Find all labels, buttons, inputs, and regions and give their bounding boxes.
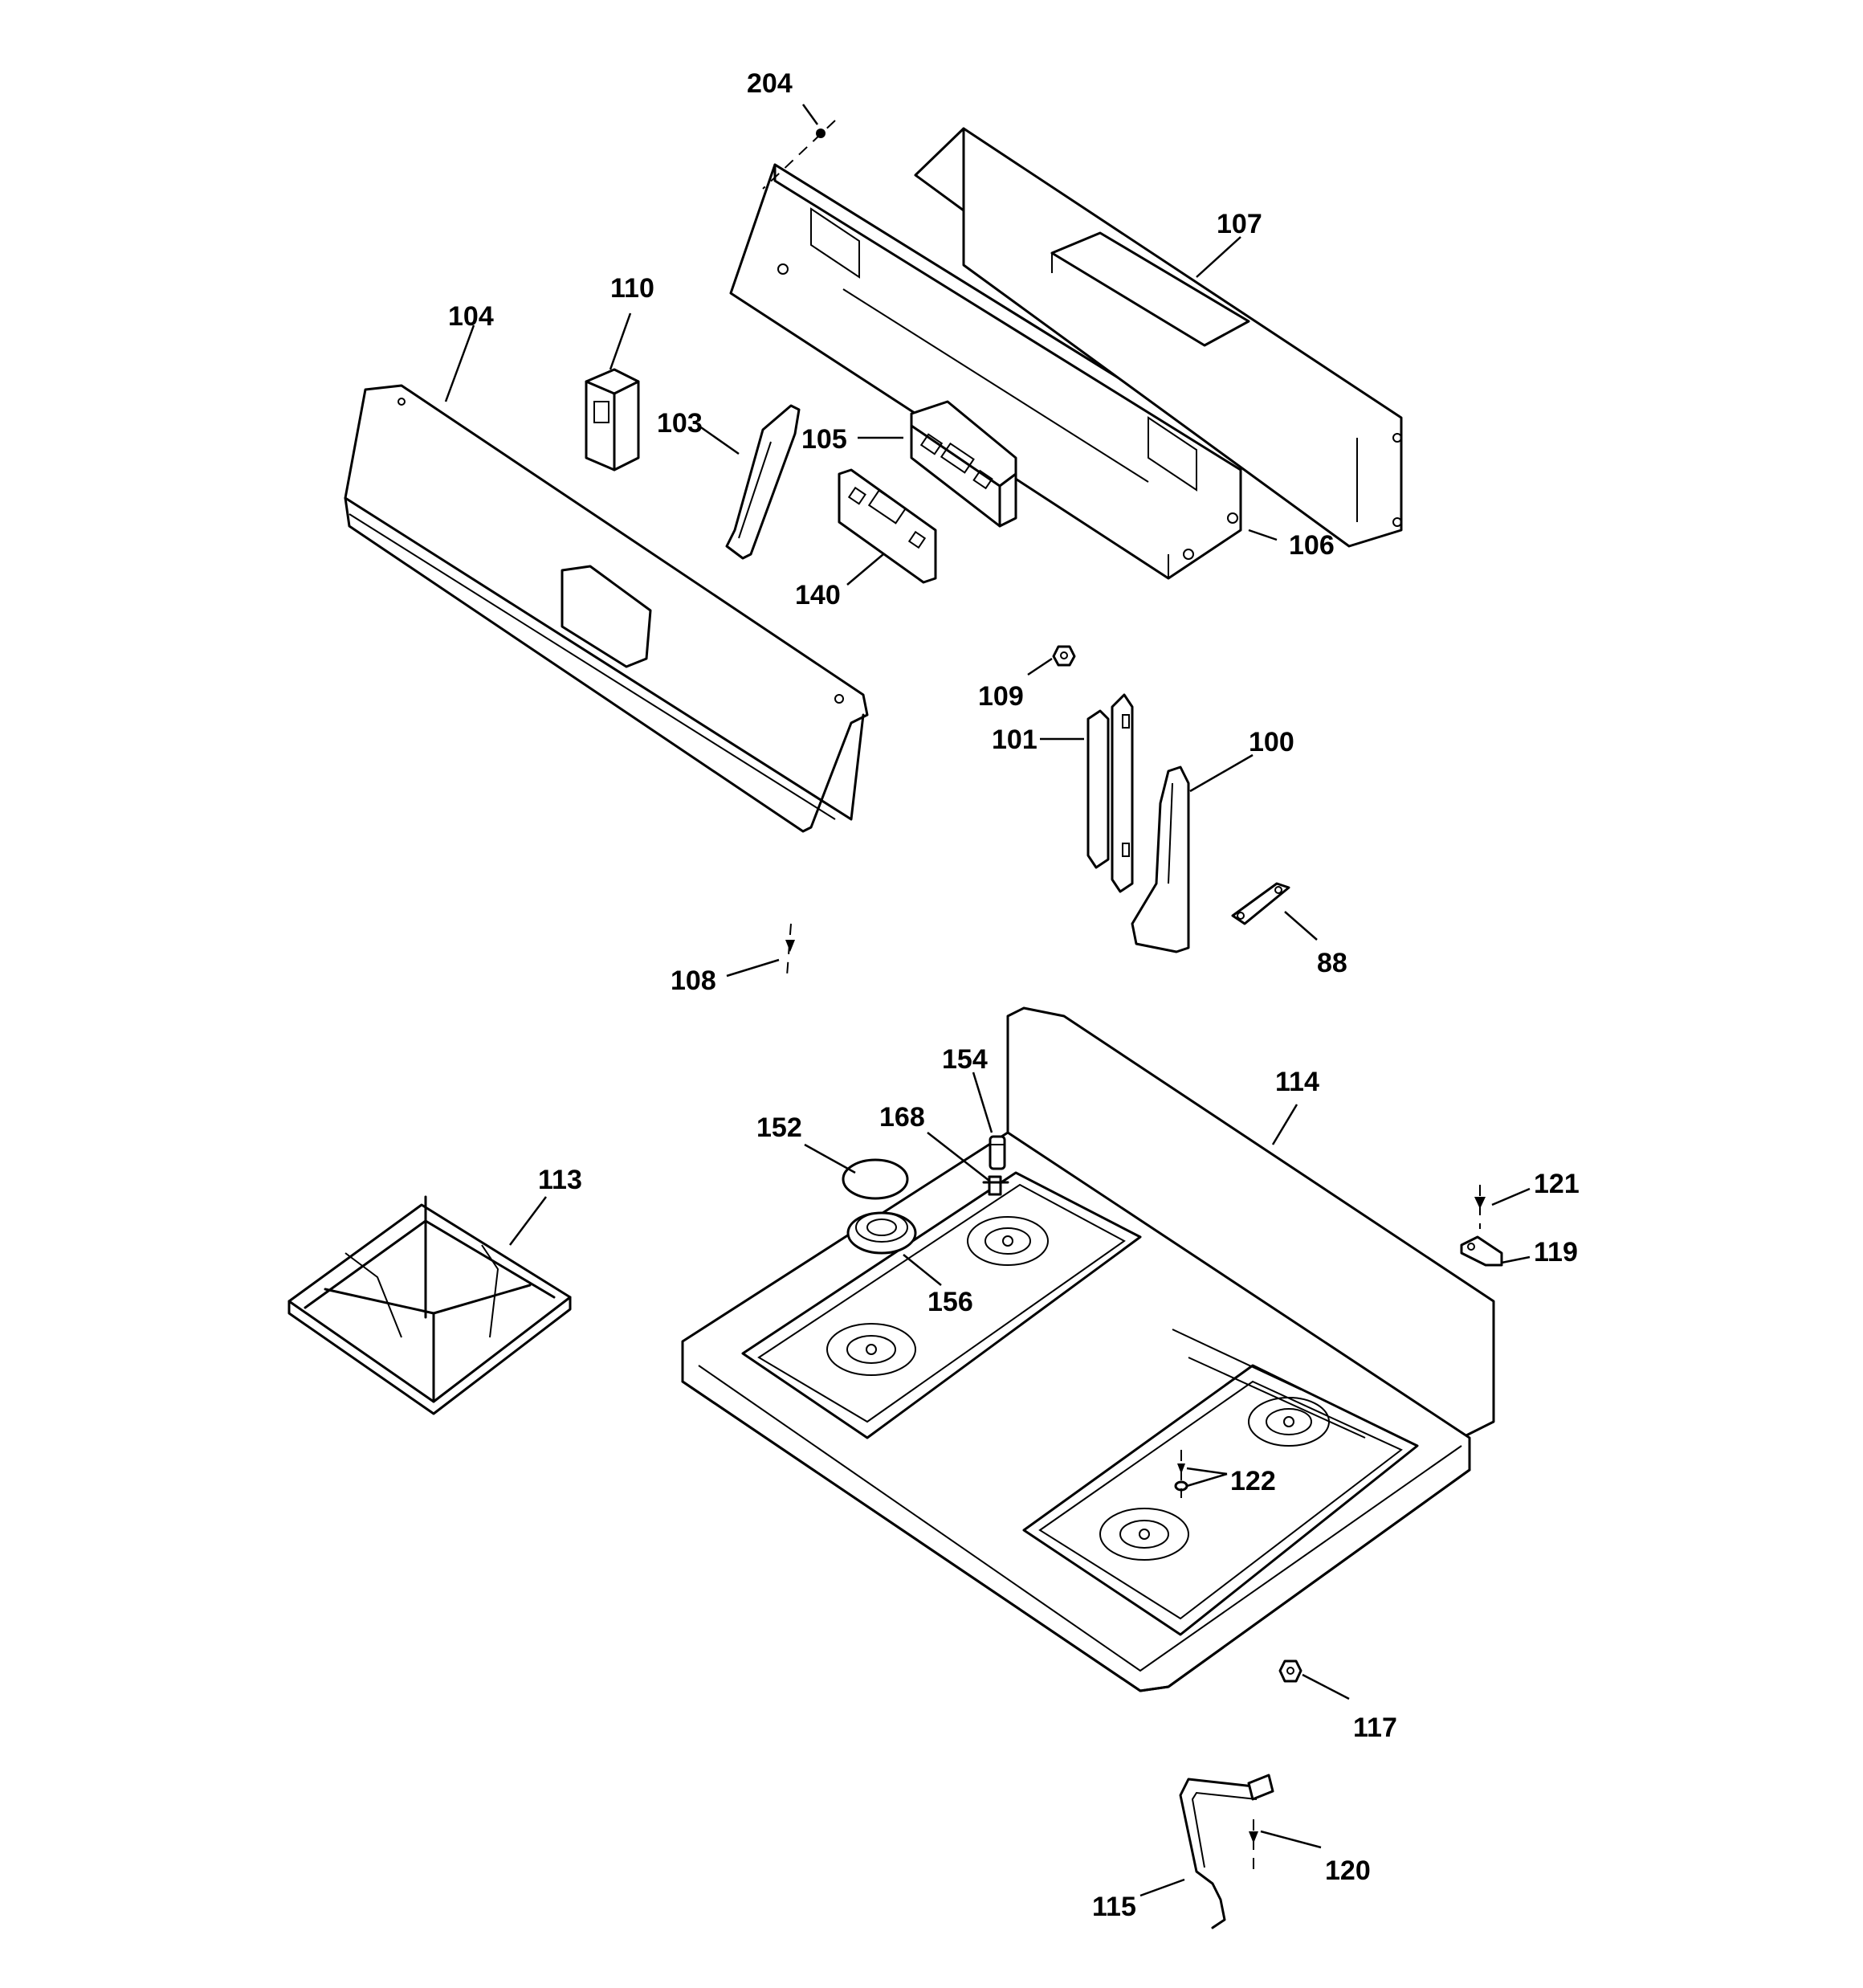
part-107-rear-cover xyxy=(914,127,1403,548)
part-105-clock-control xyxy=(910,400,1017,528)
part-117-nut xyxy=(1278,1659,1302,1683)
label-117: 117 xyxy=(1353,1712,1397,1743)
part-204-screw xyxy=(762,120,836,190)
part-120-screw xyxy=(1249,1819,1258,1876)
label-168: 168 xyxy=(879,1102,925,1133)
label-204: 204 xyxy=(747,68,793,99)
label-110: 110 xyxy=(610,273,654,304)
burner-front-left xyxy=(826,1323,916,1376)
label-106: 106 xyxy=(1289,530,1335,561)
label-107: 107 xyxy=(1217,209,1262,239)
label-113: 113 xyxy=(538,1165,582,1195)
part-152-burner-cap xyxy=(842,1158,909,1200)
part-109-nut xyxy=(1052,645,1076,667)
part-140-overlay xyxy=(838,468,937,584)
part-114-cooktop xyxy=(681,1006,1495,1692)
part-154-igniter xyxy=(989,1135,1006,1170)
part-156-burner-head xyxy=(846,1211,917,1255)
label-121: 121 xyxy=(1534,1169,1580,1199)
label-122: 122 xyxy=(1230,1466,1276,1496)
label-101: 101 xyxy=(992,725,1037,755)
label-152: 152 xyxy=(756,1112,802,1143)
label-88: 88 xyxy=(1317,948,1347,978)
burner-front-right xyxy=(1099,1508,1189,1561)
part-103-bracket xyxy=(725,404,801,560)
label-156: 156 xyxy=(927,1287,973,1317)
label-140: 140 xyxy=(795,580,841,610)
label-104: 104 xyxy=(448,301,494,332)
label-103: 103 xyxy=(657,408,703,439)
part-113-grate xyxy=(287,1195,572,1415)
part-100-side-trim xyxy=(1131,765,1190,953)
leader-lines xyxy=(444,104,1531,1897)
part-121-screw xyxy=(1474,1185,1486,1229)
part-108-screw xyxy=(785,923,795,977)
part-88-clip xyxy=(1231,882,1290,925)
burner-back-left xyxy=(967,1216,1049,1266)
label-115: 115 xyxy=(1092,1892,1136,1922)
label-119: 119 xyxy=(1534,1237,1578,1268)
label-120: 120 xyxy=(1325,1855,1371,1886)
part-168-fitting xyxy=(982,1175,1009,1196)
part-119-bracket xyxy=(1460,1235,1503,1267)
label-108: 108 xyxy=(671,965,716,996)
part-labels: 204 107 110 104 103 105 106 140 109 101 … xyxy=(448,68,1580,1922)
part-104-control-panel xyxy=(344,384,869,833)
part-115-support-rod xyxy=(1179,1774,1274,1929)
label-154: 154 xyxy=(942,1044,988,1075)
label-109: 109 xyxy=(978,681,1024,712)
label-114: 114 xyxy=(1275,1067,1319,1097)
label-105: 105 xyxy=(801,424,847,455)
label-100: 100 xyxy=(1249,727,1294,757)
part-101-side-bracket xyxy=(1086,693,1134,893)
part-110-control-module xyxy=(585,368,640,471)
